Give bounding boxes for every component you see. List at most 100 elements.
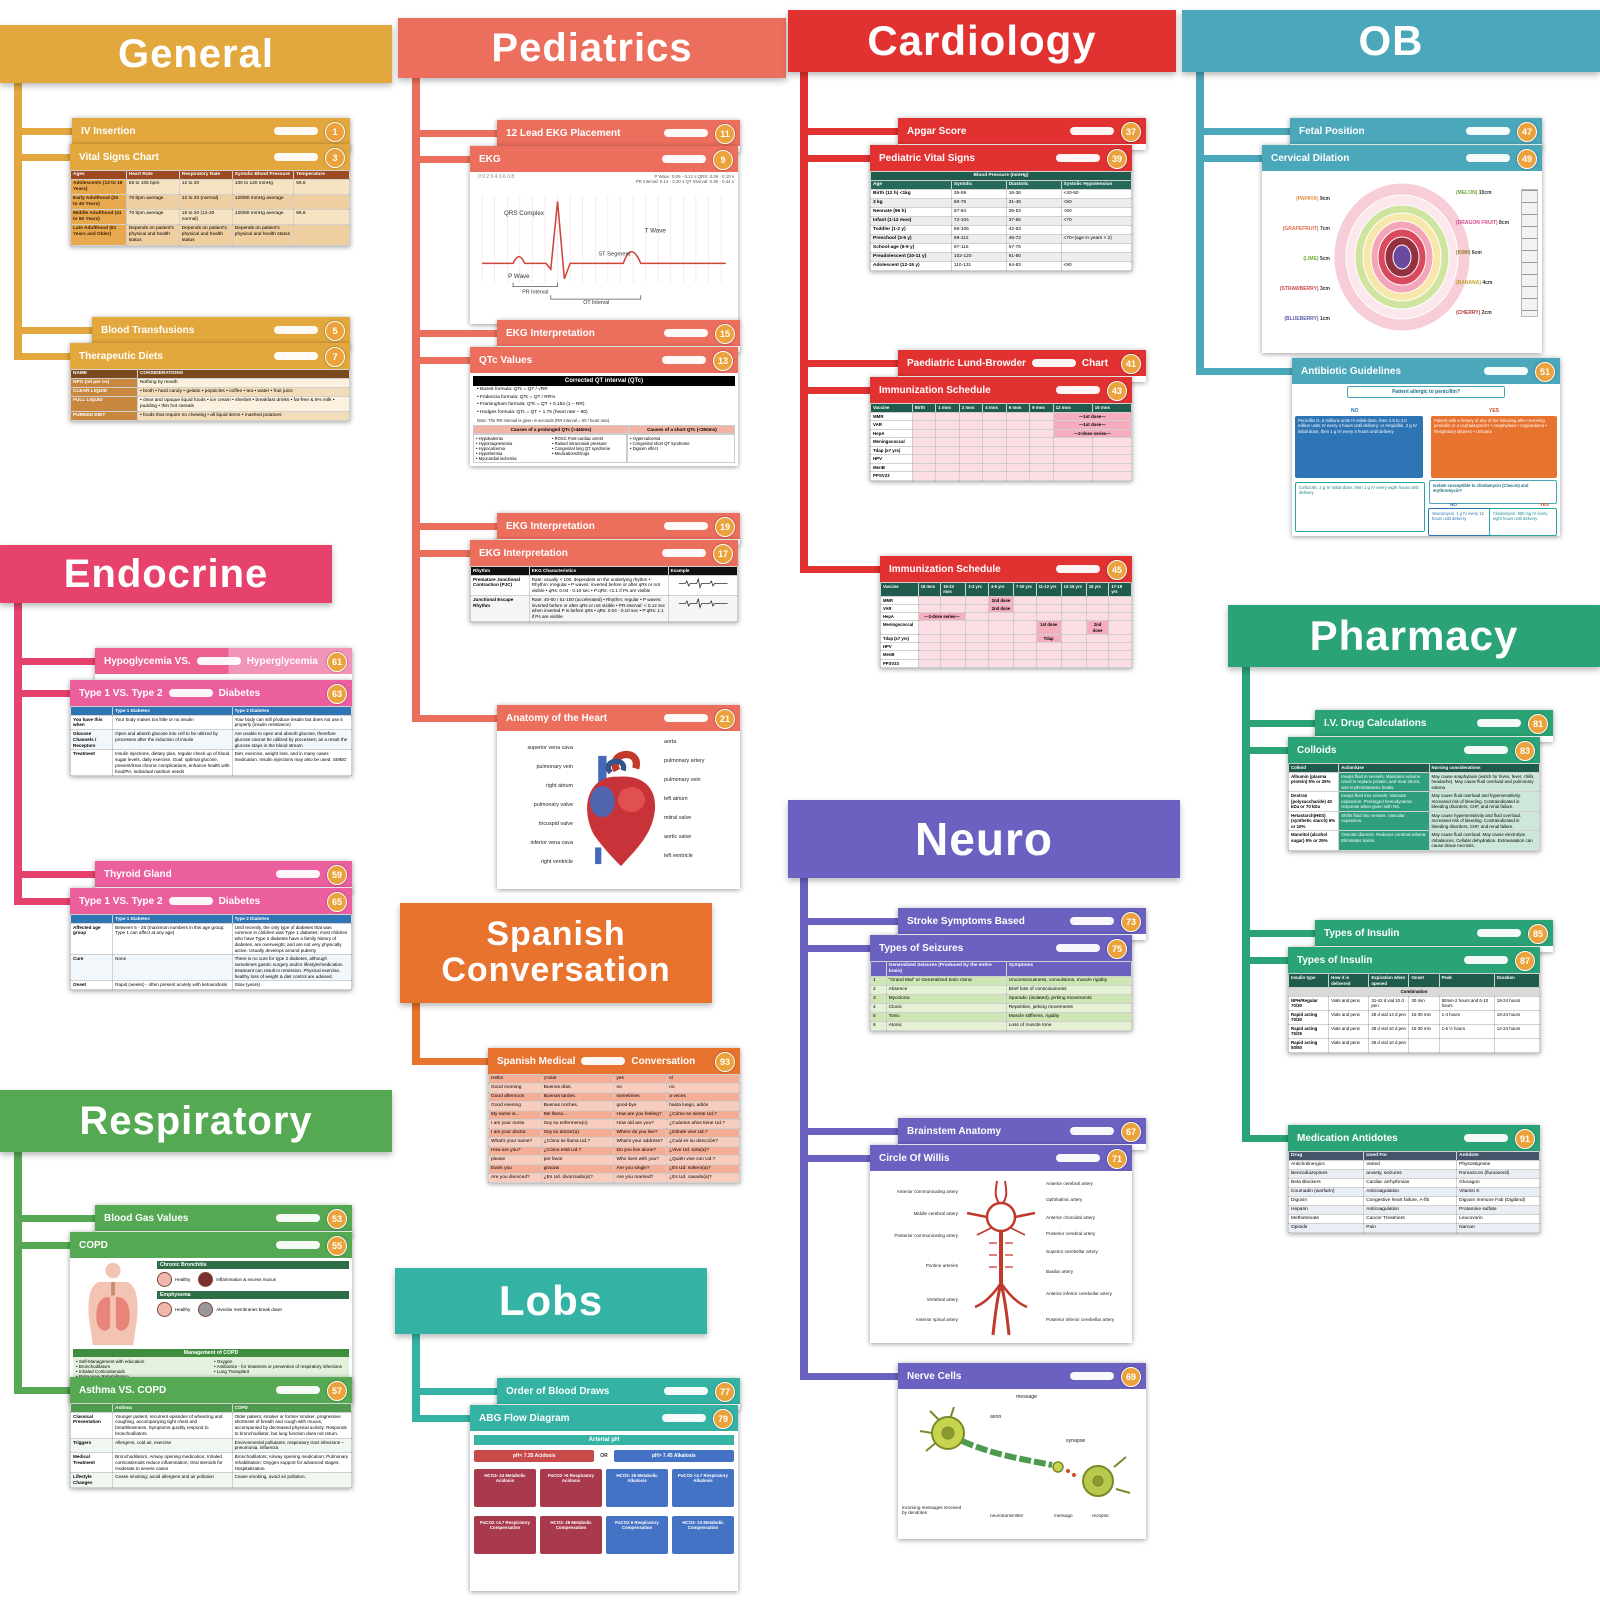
card-number-badge: 51: [1535, 362, 1555, 382]
table-cell: Heparin: [1288, 1204, 1365, 1215]
card-number-badge: 73: [1121, 912, 1141, 932]
table-cell: [911, 437, 937, 447]
table-cell: [1029, 445, 1054, 455]
card-number-badge: 39: [1107, 149, 1127, 169]
card-title-2: Chart: [1081, 357, 1109, 369]
heart-label-left: right atrium: [546, 783, 573, 789]
table-cell: [1005, 411, 1031, 421]
table-header-cell: 17-18 yrs: [1108, 582, 1132, 597]
qtc-prolonged-list: • Hypokalemia• Hypomagnesemia• Hypocalce…: [473, 433, 627, 463]
table-cell: [1052, 471, 1093, 481]
table-header-cell: Example: [667, 566, 738, 576]
table-header-cell: 9 mos: [1029, 403, 1054, 413]
table-cell: Keeps fluid in vessels. Maintains volume…: [1338, 771, 1430, 792]
brand-pill: [1031, 359, 1076, 367]
connector-immunization-schedule-43: [800, 387, 870, 394]
neuron-label-receptor: receptor: [1092, 1513, 1109, 1518]
card-title-2: Conversation: [631, 1055, 696, 1067]
connector-apgar-score: [800, 128, 898, 135]
table-cell: Nothing by mouth: [136, 377, 350, 388]
heart-label-left: pulmonary vein: [536, 764, 573, 770]
table-header-cell: 4 mos: [982, 403, 1007, 413]
willis-label-right: Superior cerebellar artery: [1046, 1249, 1098, 1254]
table-row: Late Adulthood (61 Years and Older)Depen…: [70, 223, 350, 246]
table-cell: 12 to 20: [178, 178, 233, 195]
tissue-circle-icon: [157, 1272, 172, 1287]
table-cell: [917, 595, 942, 605]
abg-box: HCO3- 26 Metabolic Compensation: [540, 1516, 602, 1554]
card-body: [95, 674, 352, 680]
card-title: Apgar Score: [907, 125, 967, 137]
table-cell: Open and absorb glucose into cell to be …: [112, 729, 233, 751]
table-cell: [667, 594, 738, 622]
svg-text:PR Interval: PR Interval: [522, 289, 548, 295]
table-cell: [1091, 462, 1132, 472]
table-cell: [1012, 611, 1037, 622]
table-row: How are you?¿Cómo está Ud.?Do you live a…: [488, 1145, 740, 1156]
table-cell: • clear and opaque liquid foods • ice cr…: [136, 395, 350, 412]
willis-label-left: Middle cerebral artery: [913, 1211, 958, 1216]
section-spine-lobs: [412, 1330, 420, 1422]
table-cell: [1493, 1037, 1540, 1053]
fruit-name: (BLUEBERRY): [1284, 316, 1319, 322]
card-number-badge: 9: [713, 150, 733, 170]
table-cell: [1085, 633, 1110, 644]
table-cell: [987, 641, 1014, 652]
qtc-cause-item: • Hypocalcemia: [476, 445, 505, 451]
table-cell: [1005, 462, 1031, 472]
table-cell: Protamine sulfate: [1456, 1204, 1540, 1215]
table-cell: MenB: [870, 462, 913, 472]
dilation-label-left: (PAPAYA) 9cm: [1264, 196, 1330, 203]
table-cell: Rapid acting 70/30: [1288, 1009, 1330, 1025]
table-header-cell: COPD: [231, 1403, 352, 1413]
brand-pill: [1070, 1127, 1114, 1135]
brand-pill: [664, 714, 708, 722]
brand-pill: [276, 870, 320, 878]
connector-qtc-values: [412, 357, 470, 364]
brand-pill: [274, 153, 318, 161]
table-cell: 57-76: [1005, 242, 1062, 253]
table-cell: [1052, 437, 1093, 447]
section-title: General: [118, 32, 274, 76]
card-number-badge: 21: [715, 709, 735, 729]
connector-types-of-insulin-85: [1242, 930, 1315, 937]
table-header-cell: 2 mos: [958, 403, 984, 413]
table-cell: [935, 437, 960, 447]
table-cell: [1035, 641, 1062, 652]
table-cell: Infant (1-12 mos): [870, 215, 952, 226]
qtc-cause-col: • Hypokalemia• Hypomagnesemia• Hypocalce…: [474, 435, 550, 462]
brand-pill: [1056, 944, 1100, 952]
table-cell: Vials and pens: [1328, 995, 1370, 1011]
card-title: Antibiotic Guidelines: [1301, 365, 1402, 377]
table-header-cell: Used For: [1363, 1151, 1458, 1161]
card-title: Brainstem Anatomy: [907, 1125, 1002, 1137]
table-cell: 70 bpm average: [125, 208, 180, 225]
qtc-cause-item: • ROSC Post-cardiac arrest: [551, 435, 604, 441]
willis-label-left: Vertebral artery: [926, 1297, 958, 1302]
fruit-name: (PAPAYA): [1296, 196, 1319, 202]
table-cell: 30 min: [1408, 995, 1440, 1011]
card-title: Nerve Cells: [907, 1370, 962, 1382]
table-header-cell: Type 1 Diabetes: [112, 706, 233, 716]
table-cell: [958, 454, 984, 464]
table-cell: [965, 620, 989, 635]
table-row: MenB: [870, 462, 1132, 472]
brand-pill: [274, 326, 318, 334]
table-cell: por favor: [540, 1154, 615, 1165]
table-cell: Preadolescent (10-11 y): [870, 251, 952, 262]
table-cell: Classical Presentation: [70, 1411, 114, 1439]
table-cell: 12 to 20 (normal): [178, 193, 233, 210]
